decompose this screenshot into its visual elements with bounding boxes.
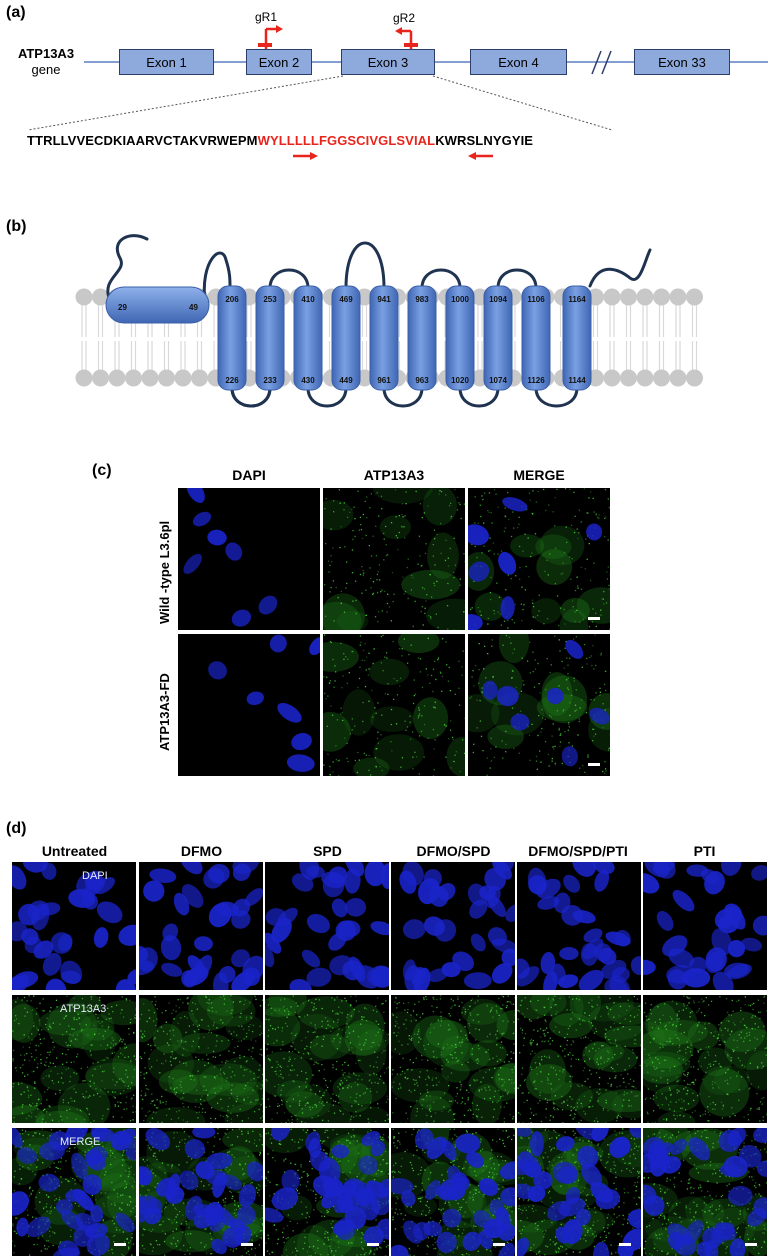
exon-1-box: Exon 1 xyxy=(119,49,214,75)
d-col-header-spd: SPD xyxy=(265,843,390,859)
segment-end-label: 49 xyxy=(189,303,198,312)
sequence-suffix: KWRSLNYGYIE xyxy=(435,133,533,148)
micrograph-channel-label: ATP13A3 xyxy=(60,1003,106,1015)
helix-top-label: 206 xyxy=(225,295,239,304)
d-col-header-pti: PTI xyxy=(642,843,767,859)
exon-2-box: Exon 2 xyxy=(246,49,312,75)
panel-d-micrograph xyxy=(265,995,389,1123)
scale-bar xyxy=(619,1243,631,1246)
panel-d-micrograph: DAPI xyxy=(12,862,136,990)
gr2-label: gR2 xyxy=(393,11,415,25)
gr1-label: gR1 xyxy=(255,10,277,24)
reverse-primer-arrow xyxy=(468,152,493,160)
c-row-header-wildtype: Wild -type L3.6pl xyxy=(157,521,172,624)
scale-bar xyxy=(241,1243,253,1246)
panel-d-micrograph xyxy=(391,1128,515,1256)
micrograph-channel-label: DAPI xyxy=(82,870,108,882)
zoom-line-right xyxy=(433,76,612,130)
protein-sequence: TTRLLVVECDKIAARVCTAKVRWEPMWYLLLLLFGGSCIV… xyxy=(27,133,533,148)
helix-top-label: 469 xyxy=(339,295,353,304)
panel-d-micrograph: ATP13A3 xyxy=(12,995,136,1123)
sequence-target: WYLLLLLFGGSCIVGLSVIAL xyxy=(258,133,436,148)
exon-3-box: Exon 3 xyxy=(341,49,435,75)
panel-d-micrograph xyxy=(139,862,263,990)
scale-bar xyxy=(588,763,600,766)
sequence-prefix: TTRLLVVECDKIAARVCTAKVRWEPM xyxy=(27,133,258,148)
panel-d-micrograph xyxy=(391,862,515,990)
panel-d-micrograph xyxy=(517,1128,641,1256)
helix-top-label: 1094 xyxy=(489,295,507,304)
panel-c-letter: (c) xyxy=(92,462,112,480)
d-col-header-dfmo-spd-pti: DFMO/SPD/PTI xyxy=(514,843,642,859)
helix-bottom-label: 1074 xyxy=(489,376,507,385)
helix-bottom-label: 233 xyxy=(263,376,277,385)
panel-d-micrograph xyxy=(391,995,515,1123)
c-col-header-atp13a3: ATP13A3 xyxy=(323,467,465,483)
exon-33-box: Exon 33 xyxy=(634,49,730,75)
helix-top-label: 1000 xyxy=(451,295,469,304)
c-col-header-merge: MERGE xyxy=(468,467,610,483)
panel-c-micrograph xyxy=(178,488,320,630)
gr1-marker xyxy=(258,25,283,49)
panel-c-micrograph xyxy=(468,488,610,630)
scale-bar xyxy=(367,1243,379,1246)
panel-d-micrograph xyxy=(643,1128,767,1256)
panel-d-micrograph xyxy=(643,995,767,1123)
segment-start-label: 29 xyxy=(118,303,127,312)
zoom-line-left xyxy=(28,76,343,130)
helix-top-label: 1106 xyxy=(527,295,545,304)
helix-bottom-label: 226 xyxy=(225,376,239,385)
helix-bottom-label: 1144 xyxy=(568,376,586,385)
helix-bottom-label: 1126 xyxy=(527,376,545,385)
panel-d-micrograph xyxy=(139,995,263,1123)
c-col-header-dapi: DAPI xyxy=(178,467,320,483)
helix-top-label: 253 xyxy=(263,295,277,304)
scale-bar xyxy=(588,617,600,620)
helix-bottom-label: 430 xyxy=(301,376,315,385)
d-col-header-dfmo-spd: DFMO/SPD xyxy=(391,843,516,859)
d-col-header-untreated: Untreated xyxy=(12,843,137,859)
helix-top-label: 1164 xyxy=(568,295,586,304)
panel-d-letter: (d) xyxy=(6,820,26,838)
helix-bottom-label: 961 xyxy=(377,376,391,385)
c-row-header-fd: ATP13A3-FD xyxy=(157,673,172,751)
helix-bottom-label: 963 xyxy=(415,376,429,385)
d-col-header-dfmo: DFMO xyxy=(139,843,264,859)
gr2-marker xyxy=(395,27,418,49)
membrane-topology-diagram: 29 49 206 226 253 233 410 430 469 449 941 961 983 963… xyxy=(0,220,771,420)
scale-bar xyxy=(114,1243,126,1246)
scale-bar xyxy=(493,1243,505,1246)
panel-c-micrograph xyxy=(468,634,610,776)
panel-d-micrograph xyxy=(517,995,641,1123)
panel-d-micrograph xyxy=(265,1128,389,1256)
forward-primer-arrow xyxy=(293,152,318,160)
scale-bar xyxy=(745,1243,757,1246)
panel-d-micrograph xyxy=(139,1128,263,1256)
panel-d-micrograph xyxy=(517,862,641,990)
helix-top-label: 983 xyxy=(415,295,429,304)
panel-d-micrograph: MERGE xyxy=(12,1128,136,1256)
panel-d-micrograph xyxy=(643,862,767,990)
panel-c-micrograph xyxy=(323,488,465,630)
helix-top-label: 410 xyxy=(301,295,315,304)
helix-bottom-label: 449 xyxy=(339,376,353,385)
panel-c-micrograph xyxy=(178,634,320,776)
micrograph-channel-label: MERGE xyxy=(60,1136,100,1148)
panel-d-micrograph xyxy=(265,862,389,990)
exon-4-box: Exon 4 xyxy=(470,49,567,75)
panel-c-micrograph xyxy=(323,634,465,776)
helix-bottom-label: 1020 xyxy=(451,376,469,385)
helix-top-label: 941 xyxy=(377,295,391,304)
